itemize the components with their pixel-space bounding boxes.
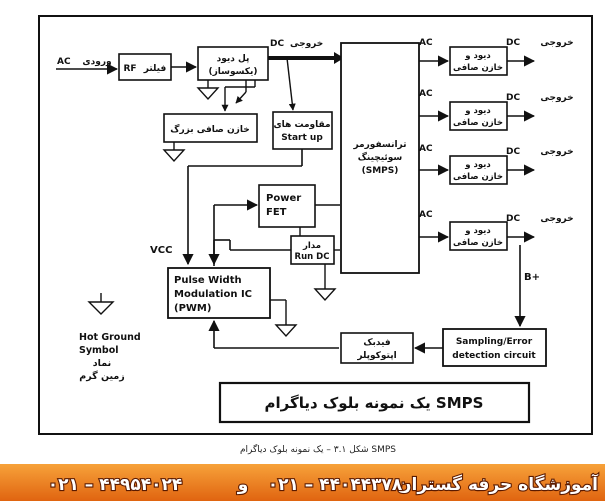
rf-filter-label-en: RF	[123, 64, 136, 74]
branch-arrow	[235, 91, 247, 104]
contact-banner	[0, 464, 605, 501]
dc-bus-arrowhead	[334, 52, 344, 64]
pwm-line1: Pulse Width	[174, 275, 242, 286]
pwm-ground-icon	[274, 324, 298, 338]
dc-run-line2: Run DC	[295, 252, 330, 262]
dc-output-label-en: DC	[506, 38, 520, 48]
transformer-line3: (SMPS)	[362, 166, 399, 176]
secondary-output-2: AC دیود و خازن صافی DC خروجی	[419, 89, 574, 131]
sampling-line1: Sampling/Error	[456, 337, 533, 347]
dc-output-label-en: DC	[506, 147, 520, 157]
bplus-label: B+	[524, 272, 540, 283]
diode-capacitor-line2: خازن صافی	[453, 172, 503, 182]
diode-capacitor-block	[449, 101, 508, 131]
dc-output-top-label-fa: خروجی	[290, 39, 323, 49]
ac-label: AC	[419, 38, 433, 48]
ac-input-label-fa: ورودی	[82, 57, 111, 67]
diagram-title-box	[218, 381, 531, 424]
rf-filter-block	[118, 53, 172, 81]
big-filter-capacitor-block	[163, 113, 258, 143]
hot-ground-line2: Symbol	[79, 345, 119, 356]
diode-capacitor-line2: خازن صافی	[453, 63, 503, 73]
secondary-output-1: AC دیود و خازن صافی DC خروجی	[419, 38, 574, 76]
bridge-rectifier-block	[197, 46, 269, 81]
banner-phone-2: ۰۲۱ – ۴۴۹۵۴۰۲۴	[48, 475, 182, 495]
optocoupler-line2: اپتوکوپلر	[356, 351, 396, 361]
bridge-ground-icon	[196, 87, 220, 101]
hot-ground-line1: Hot Ground	[79, 332, 141, 343]
transformer-line1: ترانسفورمر	[352, 140, 406, 150]
cap-ground-icon	[162, 149, 186, 163]
dc-output-label-fa: خروجی	[540, 38, 573, 48]
ac-label: AC	[419, 144, 433, 154]
power-fet-line1: Power	[266, 193, 301, 204]
ac-input-label-en: AC	[57, 57, 71, 67]
hot-ground-line4: زمین گرم	[79, 370, 124, 382]
switching-transformer-block	[340, 42, 420, 274]
dc-output-label-fa: خروجی	[540, 93, 573, 103]
dc-output-label-en: DC	[506, 93, 520, 103]
dc-output-label-fa: خروجی	[540, 214, 573, 224]
power-fet-line2: FET	[266, 207, 287, 218]
ac-label: AC	[419, 210, 433, 220]
secondary-output-4: AC دیود و خازن صافی DC خروجی	[419, 210, 574, 251]
startup-resistors-line1: مقاومت های	[273, 120, 330, 130]
startup-resistors-block	[272, 111, 333, 150]
diagram-title: یک نمونه بلوک دیاگرام SMPS	[265, 394, 484, 412]
dcrun-ground-icon	[313, 288, 337, 302]
diode-capacitor-line1: دیود و	[464, 160, 491, 170]
diode-capacitor-line2: خازن صافی	[453, 238, 503, 248]
dc-to-startup-arrow	[286, 57, 296, 111]
diode-capacitor-block	[449, 155, 508, 185]
big-filter-capacitor-label: خازن صافی بزرگ	[170, 123, 249, 135]
diagram-frame	[38, 15, 593, 435]
diode-capacitor-line1: دیود و	[464, 226, 491, 236]
power-fet-block	[258, 184, 316, 228]
pwm-line2: Modulation IC	[174, 289, 252, 300]
diode-capacitor-block	[449, 221, 508, 251]
banner-institute-name: آموزشگاه حرفه گستران	[397, 473, 599, 495]
diode-capacitor-line2: خازن صافی	[453, 118, 503, 128]
ac-label: AC	[419, 89, 433, 99]
sampling-line2: detection circuit	[452, 351, 536, 361]
sampling-error-block	[442, 328, 547, 367]
dc-output-top-label-en: DC	[270, 39, 284, 49]
optocoupler-block	[340, 332, 414, 364]
pwm-ic-block	[167, 267, 271, 319]
startup-resistors-line2: Start up	[281, 133, 323, 143]
bridge-rectifier-line1: پل دیود	[217, 54, 250, 64]
dc-run-line1: مدار	[302, 241, 321, 251]
optocoupler-line1: فیدبک	[363, 338, 390, 348]
hot-ground-legend-icon	[87, 301, 115, 315]
bridge-rectifier-line2: (یکسوساز)	[208, 67, 257, 77]
dc-output-label-fa: خروجی	[540, 147, 573, 157]
transformer-line2: سوئیچینگ	[358, 151, 403, 163]
diode-capacitor-line1: دیود و	[464, 51, 491, 61]
figure-caption: شکل ۳.۱ – یک نمونه بلوک دیاگرام SMPS	[240, 443, 396, 455]
pwm-line3: (PWM)	[174, 303, 211, 314]
dc-output-label-en: DC	[506, 214, 520, 224]
secondary-output-3: AC دیود و خازن صافی DC خروجی	[419, 144, 574, 185]
diode-capacitor-line1: دیود و	[464, 106, 491, 116]
vcc-label: VCC	[150, 245, 172, 256]
hot-ground-line3: نماد	[93, 358, 111, 369]
banner-connector: و	[237, 475, 249, 495]
rf-filter-label-fa: فیلتر	[143, 64, 167, 74]
diode-capacitor-block	[449, 46, 508, 76]
banner-phone-1: ۰۲۱ – ۴۴۰۴۴۳۷۸	[268, 475, 403, 495]
